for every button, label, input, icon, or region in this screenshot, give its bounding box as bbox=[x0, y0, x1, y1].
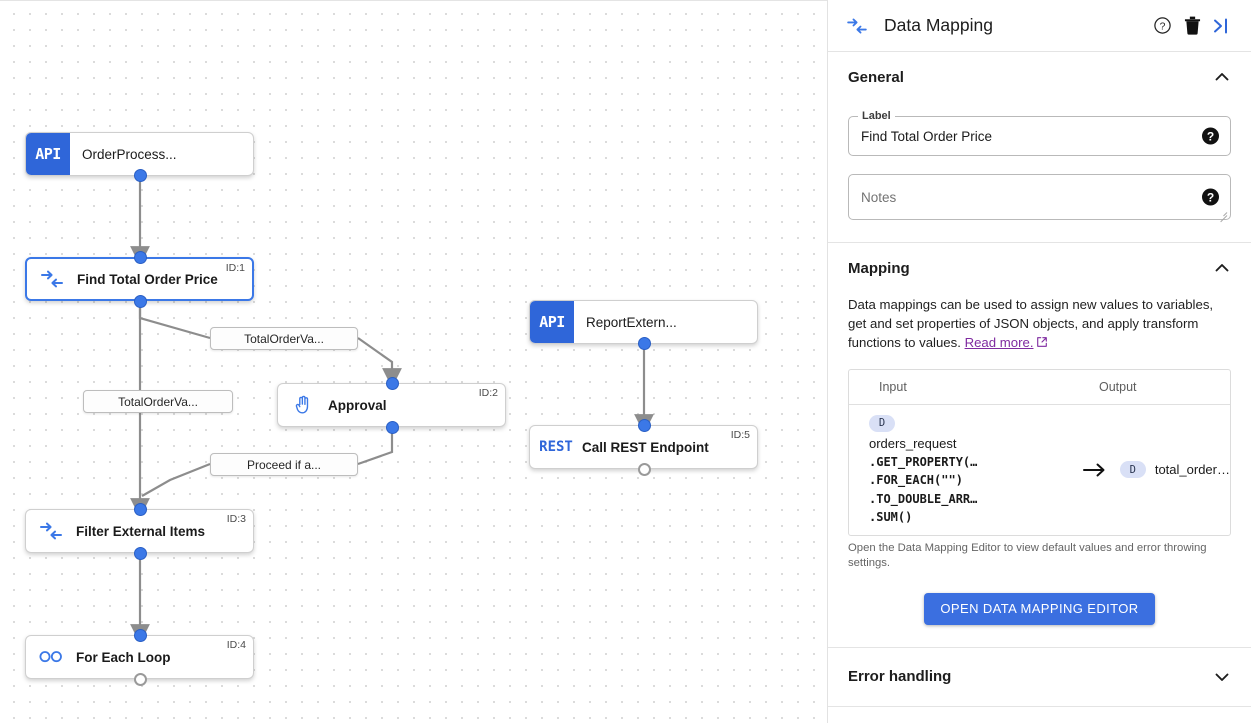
loop-icon bbox=[26, 649, 76, 665]
chevron-up-icon[interactable] bbox=[1213, 68, 1231, 86]
page-title: Data Mapping bbox=[884, 15, 993, 35]
port-input-for-each-loop[interactable] bbox=[134, 629, 147, 642]
node-call-rest-endpoint[interactable]: REST Call REST Endpoint ID:5 bbox=[529, 425, 758, 469]
mapping-button-row: OPEN DATA MAPPING EDITOR bbox=[848, 592, 1231, 625]
node-id-badge: ID:3 bbox=[226, 513, 246, 525]
help-filled-icon[interactable]: ? bbox=[1202, 188, 1219, 206]
canvas-top-divider bbox=[0, 0, 827, 1]
section-general: General Label Find Total Order Price ? N… bbox=[828, 52, 1251, 243]
trash-icon[interactable] bbox=[1177, 11, 1207, 41]
data-mapping-icon bbox=[27, 270, 77, 288]
help-filled-icon[interactable]: ? bbox=[1202, 127, 1219, 145]
properties-panel: Data Mapping ? bbox=[828, 0, 1251, 723]
node-id-badge: ID:2 bbox=[478, 387, 498, 399]
mapping-arrow-icon bbox=[1072, 460, 1118, 480]
section-error-handling: Error handling bbox=[828, 648, 1251, 707]
column-header-output: Output bbox=[1099, 380, 1137, 394]
chevron-down-icon[interactable] bbox=[1213, 668, 1231, 686]
node-label: Approval bbox=[328, 397, 387, 413]
rest-badge: REST bbox=[539, 439, 573, 455]
mapping-table: Input Output D orders_request .GET_PROPE… bbox=[848, 369, 1231, 536]
port-input-approval[interactable] bbox=[386, 377, 399, 390]
section-mapping-title: Mapping bbox=[848, 259, 910, 277]
read-more-link[interactable]: Read more. bbox=[964, 335, 1034, 350]
section-mapping: Mapping Data mappings can be used to ass… bbox=[828, 243, 1251, 648]
mapping-output-cell: D total_order… bbox=[1118, 461, 1230, 479]
panel-header: Data Mapping ? bbox=[828, 0, 1251, 52]
section-mapping-header[interactable]: Mapping bbox=[848, 243, 1231, 293]
node-label: Filter External Items bbox=[76, 523, 206, 539]
mapping-table-row[interactable]: D orders_request .GET_PROPERTY(… .FOR_EA… bbox=[849, 405, 1230, 535]
mapping-description: Data mappings can be used to assign new … bbox=[848, 295, 1231, 353]
mapping-description-text: Data mappings can be used to assign new … bbox=[848, 297, 1214, 350]
workflow-edges bbox=[130, 176, 654, 644]
input-transform-2: .FOR_EACH("") bbox=[869, 473, 963, 487]
edge-label-totalordervalue-2[interactable]: TotalOrderVa... bbox=[83, 390, 233, 413]
notes-field-placeholder: Notes bbox=[861, 189, 897, 205]
mapping-body: Data mappings can be used to assign new … bbox=[848, 295, 1231, 647]
node-id-badge: ID:1 bbox=[225, 262, 245, 274]
label-field-value: Find Total Order Price bbox=[861, 128, 993, 144]
workflow-canvas[interactable]: API OrderProcess... Find Total Order Pri… bbox=[0, 0, 828, 723]
node-id-badge: ID:5 bbox=[730, 429, 750, 441]
hand-icon bbox=[278, 394, 328, 416]
port-output-orderprocess[interactable] bbox=[134, 169, 147, 182]
section-general-title: General bbox=[848, 68, 904, 86]
port-input-find-total-order-price[interactable] bbox=[134, 251, 147, 264]
port-output-reportextern[interactable] bbox=[638, 337, 651, 350]
edge-label-totalordervalue-1[interactable]: TotalOrderVa... bbox=[210, 327, 358, 350]
port-output-filter-external-items[interactable] bbox=[134, 547, 147, 560]
section-general-header[interactable]: General bbox=[848, 52, 1231, 102]
general-body: Label Find Total Order Price ? Notes ? bbox=[848, 102, 1231, 242]
notes-field[interactable]: Notes ? bbox=[848, 174, 1231, 220]
port-output-for-each-loop[interactable] bbox=[134, 673, 147, 686]
data-mapping-icon bbox=[26, 522, 76, 540]
node-label: OrderProcess... bbox=[82, 146, 177, 162]
mapping-input-cell: D orders_request .GET_PROPERTY(… .FOR_EA… bbox=[849, 405, 1072, 535]
help-circle-icon[interactable]: ? bbox=[1147, 11, 1177, 41]
chevron-up-icon[interactable] bbox=[1213, 259, 1231, 277]
input-type-badge: D bbox=[869, 414, 895, 432]
node-label: ReportExtern... bbox=[586, 314, 677, 330]
port-input-call-rest-endpoint[interactable] bbox=[638, 419, 651, 432]
section-error-handling-title: Error handling bbox=[848, 668, 952, 685]
node-label: For Each Loop bbox=[76, 649, 171, 665]
port-output-find-total-order-price[interactable] bbox=[134, 295, 147, 308]
open-data-mapping-editor-button[interactable]: OPEN DATA MAPPING EDITOR bbox=[924, 592, 1155, 625]
input-transform-3: .TO_DOUBLE_ARR… bbox=[869, 491, 978, 506]
node-orderprocess[interactable]: API OrderProcess... bbox=[25, 132, 254, 176]
mapping-table-header: Input Output bbox=[849, 370, 1230, 405]
input-transform-4: .SUM() bbox=[869, 510, 913, 524]
node-label: Call REST Endpoint bbox=[582, 439, 709, 455]
section-error-handling-header[interactable]: Error handling bbox=[848, 648, 1231, 706]
input-variable: orders_request bbox=[869, 435, 957, 451]
api-badge: API bbox=[26, 133, 70, 175]
label-field-legend: Label bbox=[858, 110, 895, 122]
input-transform-1: .GET_PROPERTY(… bbox=[869, 454, 978, 469]
label-field[interactable]: Label Find Total Order Price ? bbox=[848, 110, 1231, 156]
column-header-input: Input bbox=[879, 380, 907, 394]
svg-text:?: ? bbox=[1159, 21, 1165, 32]
collapse-panel-icon[interactable] bbox=[1207, 11, 1237, 41]
output-variable: total_order… bbox=[1154, 462, 1230, 478]
mapping-note: Open the Data Mapping Editor to view def… bbox=[848, 541, 1207, 569]
port-output-call-rest-endpoint[interactable] bbox=[638, 463, 651, 476]
edge-label-proceed-if-approved[interactable]: Proceed if a... bbox=[210, 453, 358, 476]
node-label: Find Total Order Price bbox=[77, 271, 218, 287]
node-id-badge: ID:4 bbox=[226, 639, 246, 651]
api-badge: API bbox=[530, 301, 574, 343]
port-output-approval[interactable] bbox=[386, 421, 399, 434]
data-mapping-icon bbox=[846, 18, 872, 34]
external-link-icon[interactable] bbox=[1036, 334, 1048, 353]
output-type-badge: D bbox=[1119, 461, 1146, 479]
node-reportextern[interactable]: API ReportExtern... bbox=[529, 300, 758, 344]
port-input-filter-external-items[interactable] bbox=[134, 503, 147, 516]
notes-resize-handle[interactable] bbox=[1218, 208, 1227, 217]
